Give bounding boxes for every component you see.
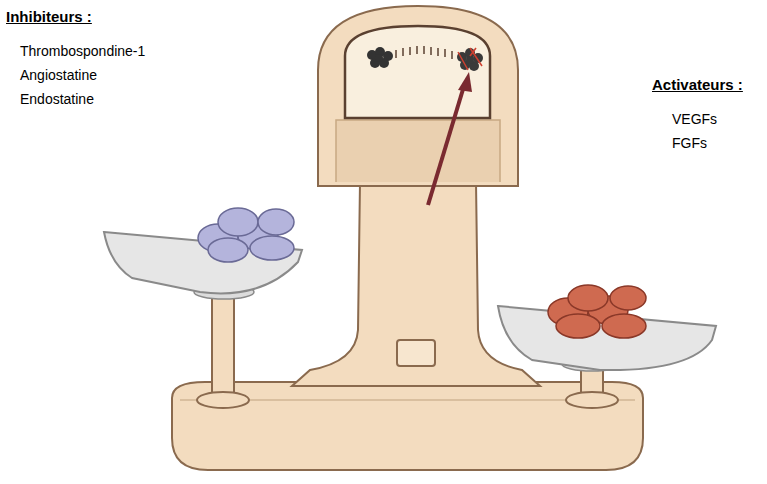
activator-name: FGFs	[672, 134, 707, 152]
group-heading: Inhibiteurs :	[6, 8, 92, 26]
inhibitor-name: Endostatine	[20, 90, 94, 108]
activator-name: VEGFs	[672, 110, 717, 128]
inhibitor-name: Angiostatine	[20, 66, 97, 84]
inhibitor-name: Thrombospondine-1	[20, 42, 145, 60]
group-heading: Activateurs :	[652, 76, 743, 94]
